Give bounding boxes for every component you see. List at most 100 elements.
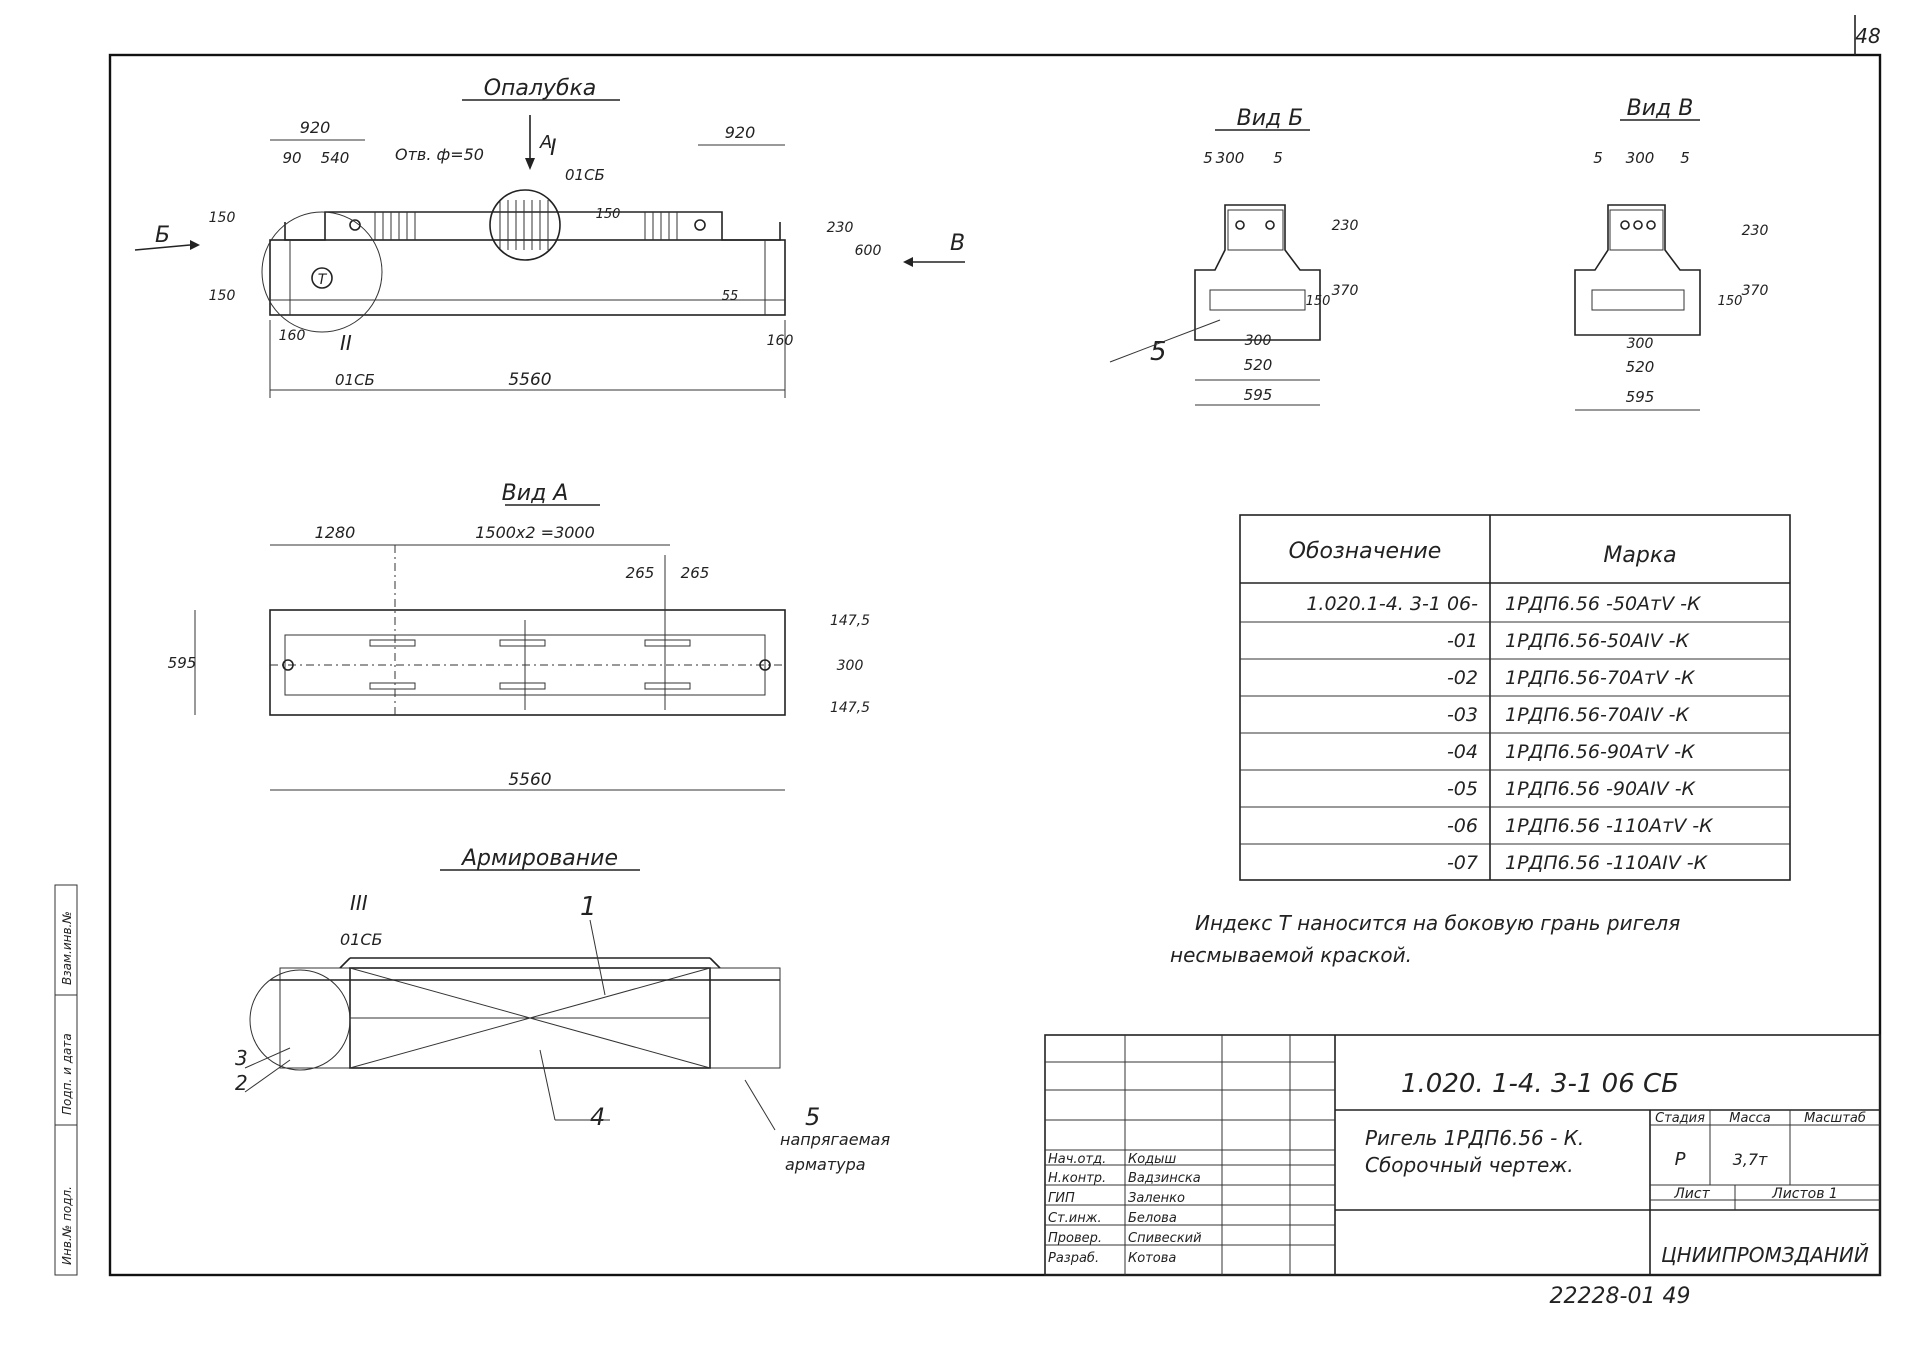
bottom-code: 22228-01 49 xyxy=(1550,1284,1691,1309)
table-cell-mark: 1РДП6.56 -50АтV -К xyxy=(1505,593,1702,615)
svg-text:370: 370 xyxy=(1332,283,1359,299)
view-a: Вид А 1280 1500х2 =3000 265 265 595 147,… xyxy=(168,481,870,791)
svg-text:Масштаб: Масштаб xyxy=(1804,1111,1866,1126)
svg-text:150: 150 xyxy=(1306,294,1331,309)
table-cell-designation: -01 xyxy=(1447,630,1478,652)
hole-note: Отв. ф=50 xyxy=(395,145,484,164)
svg-text:Вид Б: Вид Б xyxy=(1237,106,1304,131)
title-role: ГИП xyxy=(1048,1191,1075,1206)
title-name: Белова xyxy=(1128,1211,1177,1226)
table-cell-mark: 1РДП6.56-90АтV -К xyxy=(1505,741,1696,763)
svg-text:230: 230 xyxy=(1742,223,1769,239)
table-cell-mark: 1РДП6.56 -90АIV -К xyxy=(1505,778,1697,800)
svg-text:300: 300 xyxy=(1627,336,1654,352)
svg-text:147,5: 147,5 xyxy=(830,700,870,716)
svg-text:5: 5 xyxy=(1273,149,1283,167)
svg-text:Р: Р xyxy=(1675,1149,1686,1170)
svg-text:160: 160 xyxy=(767,333,794,349)
svg-text:150: 150 xyxy=(209,210,236,226)
svg-text:4: 4 xyxy=(590,1103,605,1131)
title-name: Вадзинска xyxy=(1128,1171,1201,1186)
svg-text:Взам.инв.№: Взам.инв.№ xyxy=(60,911,74,985)
svg-text:01СБ: 01СБ xyxy=(340,930,383,949)
svg-text:147,5: 147,5 xyxy=(830,613,870,629)
page-number: 48 xyxy=(1855,24,1880,48)
sheet-frame xyxy=(108,53,1882,1277)
svg-text:3,7т: 3,7т xyxy=(1733,1150,1768,1169)
svg-text:01СБ: 01СБ xyxy=(335,371,375,389)
view-a-title: Вид А xyxy=(502,481,569,506)
table-cell-designation: -02 xyxy=(1447,667,1478,689)
svg-text:595: 595 xyxy=(1244,386,1273,404)
svg-text:Лист: Лист xyxy=(1673,1186,1710,1202)
index-mark-circle xyxy=(311,267,333,289)
table-cell-designation: -05 xyxy=(1447,778,1478,800)
title-role: Н.контр. xyxy=(1048,1171,1106,1186)
svg-text:I: I xyxy=(550,136,557,161)
svg-text:1500х2 =3000: 1500х2 =3000 xyxy=(475,523,595,542)
svg-text:5: 5 xyxy=(1203,149,1213,167)
svg-text:5: 5 xyxy=(805,1103,820,1131)
note-line-1: Индекс Т наносится на боковую грань риге… xyxy=(1195,911,1680,935)
table-cell-mark: 1РДП6.56 -110АтV -К xyxy=(1505,815,1714,837)
detail-circle-one xyxy=(489,189,561,261)
svg-text:1280: 1280 xyxy=(315,523,356,542)
svg-text:370: 370 xyxy=(1742,283,1769,299)
svg-text:II: II xyxy=(340,331,352,355)
svg-text:150: 150 xyxy=(209,288,236,304)
svg-text:3: 3 xyxy=(235,1046,248,1070)
svg-text:160: 160 xyxy=(279,328,306,344)
table-header-designation: Обозначение xyxy=(1289,539,1442,564)
table-cell-mark: 1РДП6.56 -110АIV -К xyxy=(1505,852,1709,874)
title-role: Провер. xyxy=(1048,1231,1102,1246)
svg-text:арматура: арматура xyxy=(785,1155,866,1174)
svg-text:5560: 5560 xyxy=(508,770,551,790)
svg-text:520: 520 xyxy=(1244,356,1273,374)
side-stamp: Инв.№ подл. Подп. и дата Взам.инв.№ xyxy=(54,884,78,1276)
reinforcement-title: Армирование xyxy=(460,846,618,871)
title-name: Котова xyxy=(1128,1251,1176,1266)
svg-text:595: 595 xyxy=(1626,388,1655,406)
svg-text:Вид В: Вид В xyxy=(1627,96,1694,121)
title-role: Разраб. xyxy=(1048,1251,1099,1266)
svg-text:920: 920 xyxy=(300,118,331,137)
part-name-line-2: Сборочный чертеж. xyxy=(1365,1153,1574,1177)
svg-text:265: 265 xyxy=(681,564,710,582)
title-name: Спивеский xyxy=(1128,1231,1202,1246)
svg-text:150: 150 xyxy=(596,207,621,222)
title-role: Ст.инж. xyxy=(1048,1211,1102,1226)
svg-text:300: 300 xyxy=(1626,149,1655,167)
table-cell-designation: 1.020.1-4. 3-1 06- xyxy=(1306,593,1478,615)
svg-text:300: 300 xyxy=(837,658,864,674)
title-block: 1.020. 1-4. 3-1 06 СБ Ригель 1РДП6.56 - … xyxy=(1044,1034,1881,1276)
svg-text:Стадия: Стадия xyxy=(1655,1111,1705,1126)
svg-text:540: 540 xyxy=(321,149,350,167)
table-rows: 1.020.1-4. 3-1 06- 1РДП6.56 -50АтV -К -01 1… xyxy=(1306,593,1714,874)
note-line-2: несмываемой краской. xyxy=(1170,943,1412,967)
formwork-title: Опалубка xyxy=(484,76,597,101)
part-name-line-1: Ригель 1РДП6.56 - К. xyxy=(1365,1126,1584,1150)
marks-table: Обозначение Марка 1.020.1-4. 3-1 06-1РДП… xyxy=(1239,514,1791,881)
svg-text:5: 5 xyxy=(1680,149,1690,167)
svg-text:600: 600 xyxy=(855,243,882,259)
svg-text:55: 55 xyxy=(722,289,739,304)
title-name: Заленко xyxy=(1128,1191,1185,1206)
svg-text:150: 150 xyxy=(1718,294,1743,309)
svg-text:90: 90 xyxy=(282,149,301,167)
formwork-view: Опалубка Т 5560 92 xyxy=(134,76,965,398)
svg-text:А: А xyxy=(539,132,552,153)
table-cell-designation: -06 xyxy=(1447,815,1478,837)
svg-text:1: 1 xyxy=(580,892,597,922)
table-cell-mark: 1РДП6.56-50АIV -К xyxy=(1505,630,1691,652)
svg-text:5: 5 xyxy=(1593,149,1603,167)
organization-name: ЦНИИПРОМЗДАНИЙ xyxy=(1661,1243,1869,1267)
detail-circle-two xyxy=(261,211,383,333)
table-cell-designation: -07 xyxy=(1447,852,1478,874)
svg-text:230: 230 xyxy=(827,220,854,236)
svg-text:В: В xyxy=(950,231,965,256)
title-role: Нач.отд. xyxy=(1048,1152,1106,1167)
table-cell-designation: -04 xyxy=(1447,741,1478,763)
svg-text:Масса: Масса xyxy=(1729,1111,1770,1126)
svg-text:Т: Т xyxy=(318,272,328,288)
